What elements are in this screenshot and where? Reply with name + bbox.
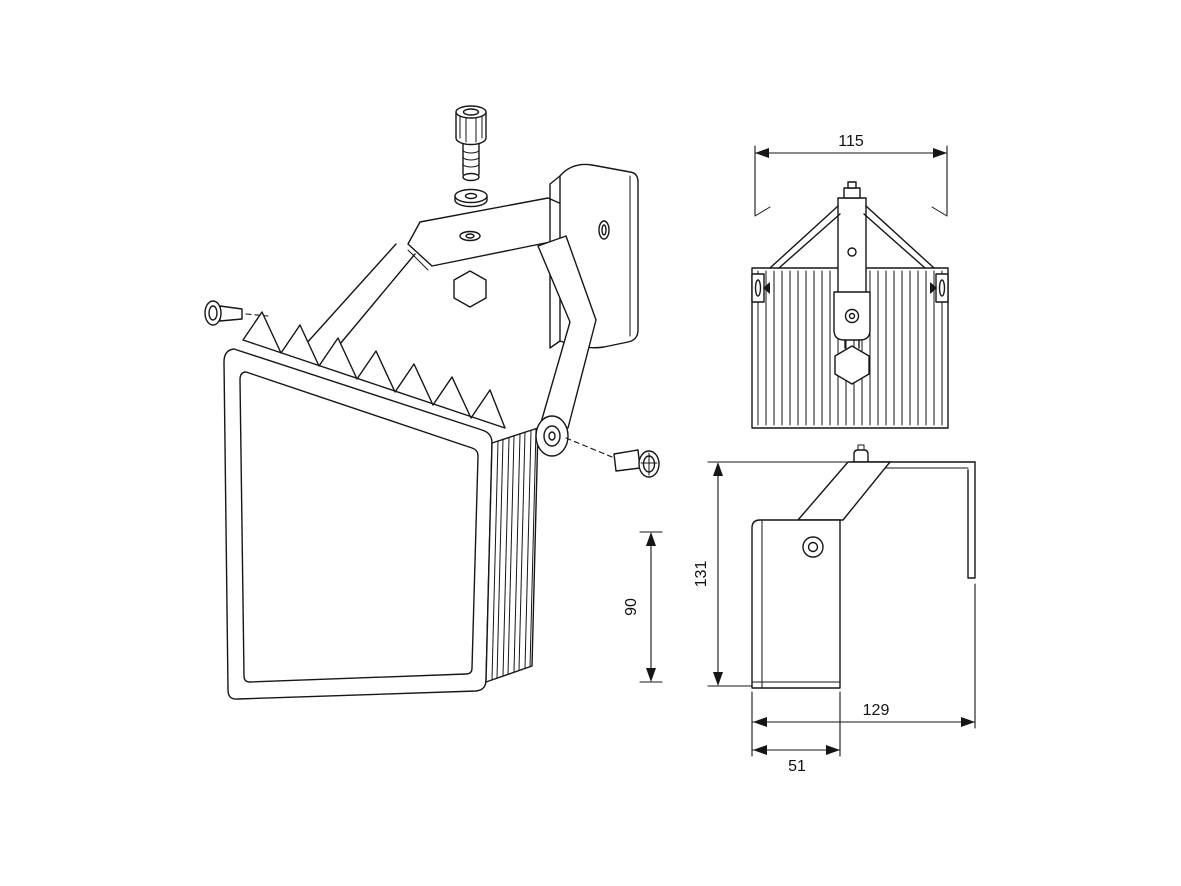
side-bracket-arm [797, 461, 891, 521]
dimension-exploded-height: 90 [623, 531, 663, 683]
side-screw-right-icon [565, 437, 660, 478]
dimension-side-depth-total: 129 [751, 583, 976, 757]
dim-side-height-label: 131 [693, 561, 710, 588]
washer-icon [454, 188, 488, 208]
dimension-side-depth-body: 51 [752, 691, 841, 775]
bracket-top-plate [407, 197, 567, 271]
pivot-boss [535, 415, 569, 457]
rear-bracket-arch [754, 205, 948, 269]
lens-face [239, 371, 479, 683]
rear-view: 115 [751, 133, 949, 429]
dim-side-depth-body-label: 51 [788, 758, 806, 775]
bracket-right-arm [537, 235, 597, 429]
side-clip-left [751, 273, 770, 303]
dim-side-depth-total-label: 129 [863, 702, 890, 719]
exploded-view: 90 [204, 105, 663, 700]
bracket-left-arm [304, 243, 416, 357]
side-body [751, 519, 841, 689]
dimension-rear-width: 115 [754, 133, 948, 216]
rear-bracket-strap [833, 181, 871, 349]
floodlight-body [223, 348, 493, 700]
side-view: 131 129 51 [693, 444, 976, 775]
side-clip-right [930, 273, 949, 303]
socket-screw-icon [455, 105, 487, 182]
dim-exploded-height-label: 90 [623, 598, 640, 616]
heatsink-fins [242, 311, 506, 429]
dim-rear-width-label: 115 [838, 133, 864, 150]
hex-spacer [453, 270, 487, 308]
hex-nut-icon [834, 345, 870, 385]
heatsink-fins-rear [757, 270, 943, 426]
body-side-face [485, 427, 539, 683]
side-screw-left-icon [204, 300, 269, 326]
dimension-side-height: 131 [693, 461, 853, 687]
